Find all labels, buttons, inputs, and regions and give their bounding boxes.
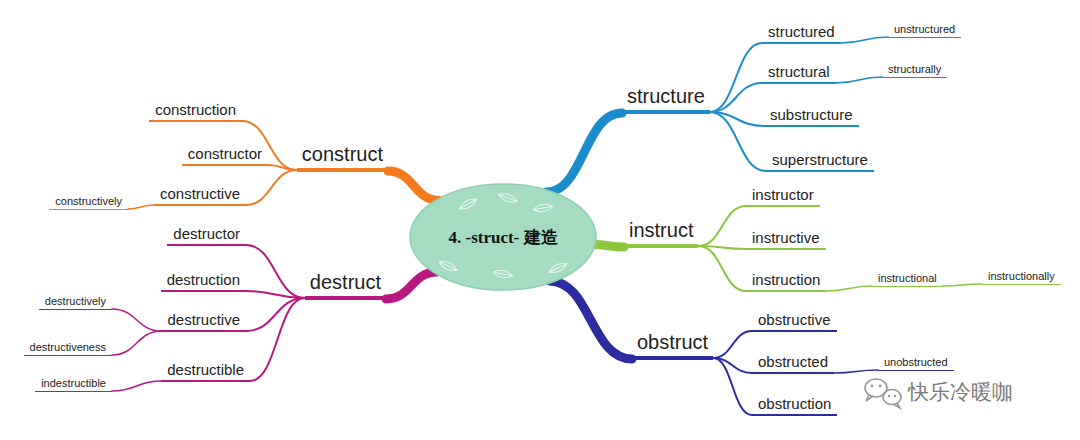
sub-branch	[246, 245, 305, 298]
sub-branch	[268, 165, 297, 170]
word-text: instructional	[878, 272, 937, 284]
wechat-icon	[865, 379, 901, 408]
derived-word: destructively	[39, 295, 112, 310]
root-word: structure	[622, 85, 710, 114]
word-text: unstructured	[894, 23, 955, 35]
derived-word: destructiveness	[24, 341, 112, 356]
derived-word: structurally	[882, 63, 947, 78]
sub-branch	[834, 370, 878, 373]
sub-branch	[710, 43, 762, 112]
sub-branch	[713, 358, 752, 415]
derived-word: unobstructed	[878, 356, 954, 371]
sub-branch	[710, 83, 762, 112]
derived-word: unstructured	[888, 23, 961, 38]
word-text: substructure	[770, 106, 853, 123]
word-text: instruct	[629, 219, 693, 242]
main-branch	[549, 281, 632, 359]
derived-word: instructional	[872, 272, 943, 287]
word-text: instructive	[752, 229, 820, 246]
word-text: superstructure	[772, 151, 868, 168]
derived-word: structured	[762, 23, 841, 44]
derived-word: substructure	[764, 106, 859, 127]
sub-branch	[246, 291, 305, 298]
word-text: structure	[627, 85, 705, 108]
derived-word: structural	[762, 63, 836, 84]
word-text: structural	[768, 63, 830, 80]
sub-branch	[112, 309, 161, 331]
word-text: instructionally	[988, 270, 1055, 282]
sub-branch	[943, 284, 982, 286]
word-text: structured	[768, 23, 835, 40]
watermark: 快乐冷暖咖	[908, 378, 1013, 406]
word-text: constructor	[188, 145, 262, 162]
derived-word: construction	[149, 101, 242, 122]
sub-branch	[698, 206, 746, 246]
sub-branch	[698, 246, 746, 291]
central-topic: 4. -struct- 建造	[408, 182, 598, 292]
word-text: construct	[302, 143, 383, 166]
topic-text: 4. -struct- 建造	[448, 226, 557, 249]
derived-word: destructive	[161, 311, 246, 332]
word-text: destructively	[45, 295, 106, 307]
sub-branch	[836, 77, 882, 83]
sub-branch	[246, 170, 297, 205]
main-branch	[386, 272, 437, 299]
main-branch	[388, 171, 439, 201]
word-text: obstructed	[758, 353, 828, 370]
sub-branch	[710, 112, 766, 171]
sub-branch	[826, 286, 872, 291]
word-text: structurally	[888, 63, 941, 75]
main-branch	[546, 113, 622, 192]
sub-branch	[713, 331, 752, 358]
derived-word: constructively	[49, 195, 128, 210]
derived-word: destructible	[161, 361, 250, 382]
derived-word: constructive	[154, 185, 246, 206]
word-text: construction	[155, 101, 236, 118]
root-word: construct	[297, 143, 388, 172]
word-text: destructiveness	[30, 341, 106, 353]
sub-branch	[250, 298, 305, 381]
word-text: unobstructed	[884, 356, 948, 368]
sub-branch	[246, 298, 305, 331]
word-text: destruct	[310, 271, 381, 294]
derived-word: instructive	[746, 229, 826, 250]
sub-branch	[112, 381, 161, 391]
word-text: instructor	[752, 186, 814, 203]
word-text: constructive	[160, 185, 240, 202]
word-text: obstructive	[758, 311, 831, 328]
derived-word: instructionally	[982, 270, 1061, 285]
word-text: constructively	[55, 195, 122, 207]
derived-word: superstructure	[766, 151, 874, 172]
word-text: destructive	[167, 311, 240, 328]
root-word: obstruct	[632, 331, 713, 360]
derived-word: destruction	[161, 271, 246, 292]
derived-word: obstructive	[752, 311, 837, 332]
word-text: indestructible	[41, 377, 106, 389]
word-text: destructible	[167, 361, 244, 378]
word-text: obstruction	[758, 395, 831, 412]
derived-word: constructor	[182, 145, 268, 166]
derived-word: indestructible	[35, 377, 112, 392]
derived-word: obstruction	[752, 395, 837, 416]
word-text: obstruct	[637, 331, 708, 354]
sub-branch	[128, 205, 154, 209]
sub-branch	[841, 37, 888, 43]
root-word: instruct	[624, 219, 698, 248]
derived-word: instruction	[746, 271, 826, 292]
sub-branch	[112, 331, 161, 355]
derived-word: destructor	[167, 225, 246, 246]
word-text: destruction	[167, 271, 240, 288]
main-branch	[593, 244, 624, 247]
root-word: destruct	[305, 271, 386, 300]
word-text: instruction	[752, 271, 820, 288]
word-text: destructor	[173, 225, 240, 242]
derived-word: obstructed	[752, 353, 834, 374]
derived-word: instructor	[746, 186, 820, 207]
